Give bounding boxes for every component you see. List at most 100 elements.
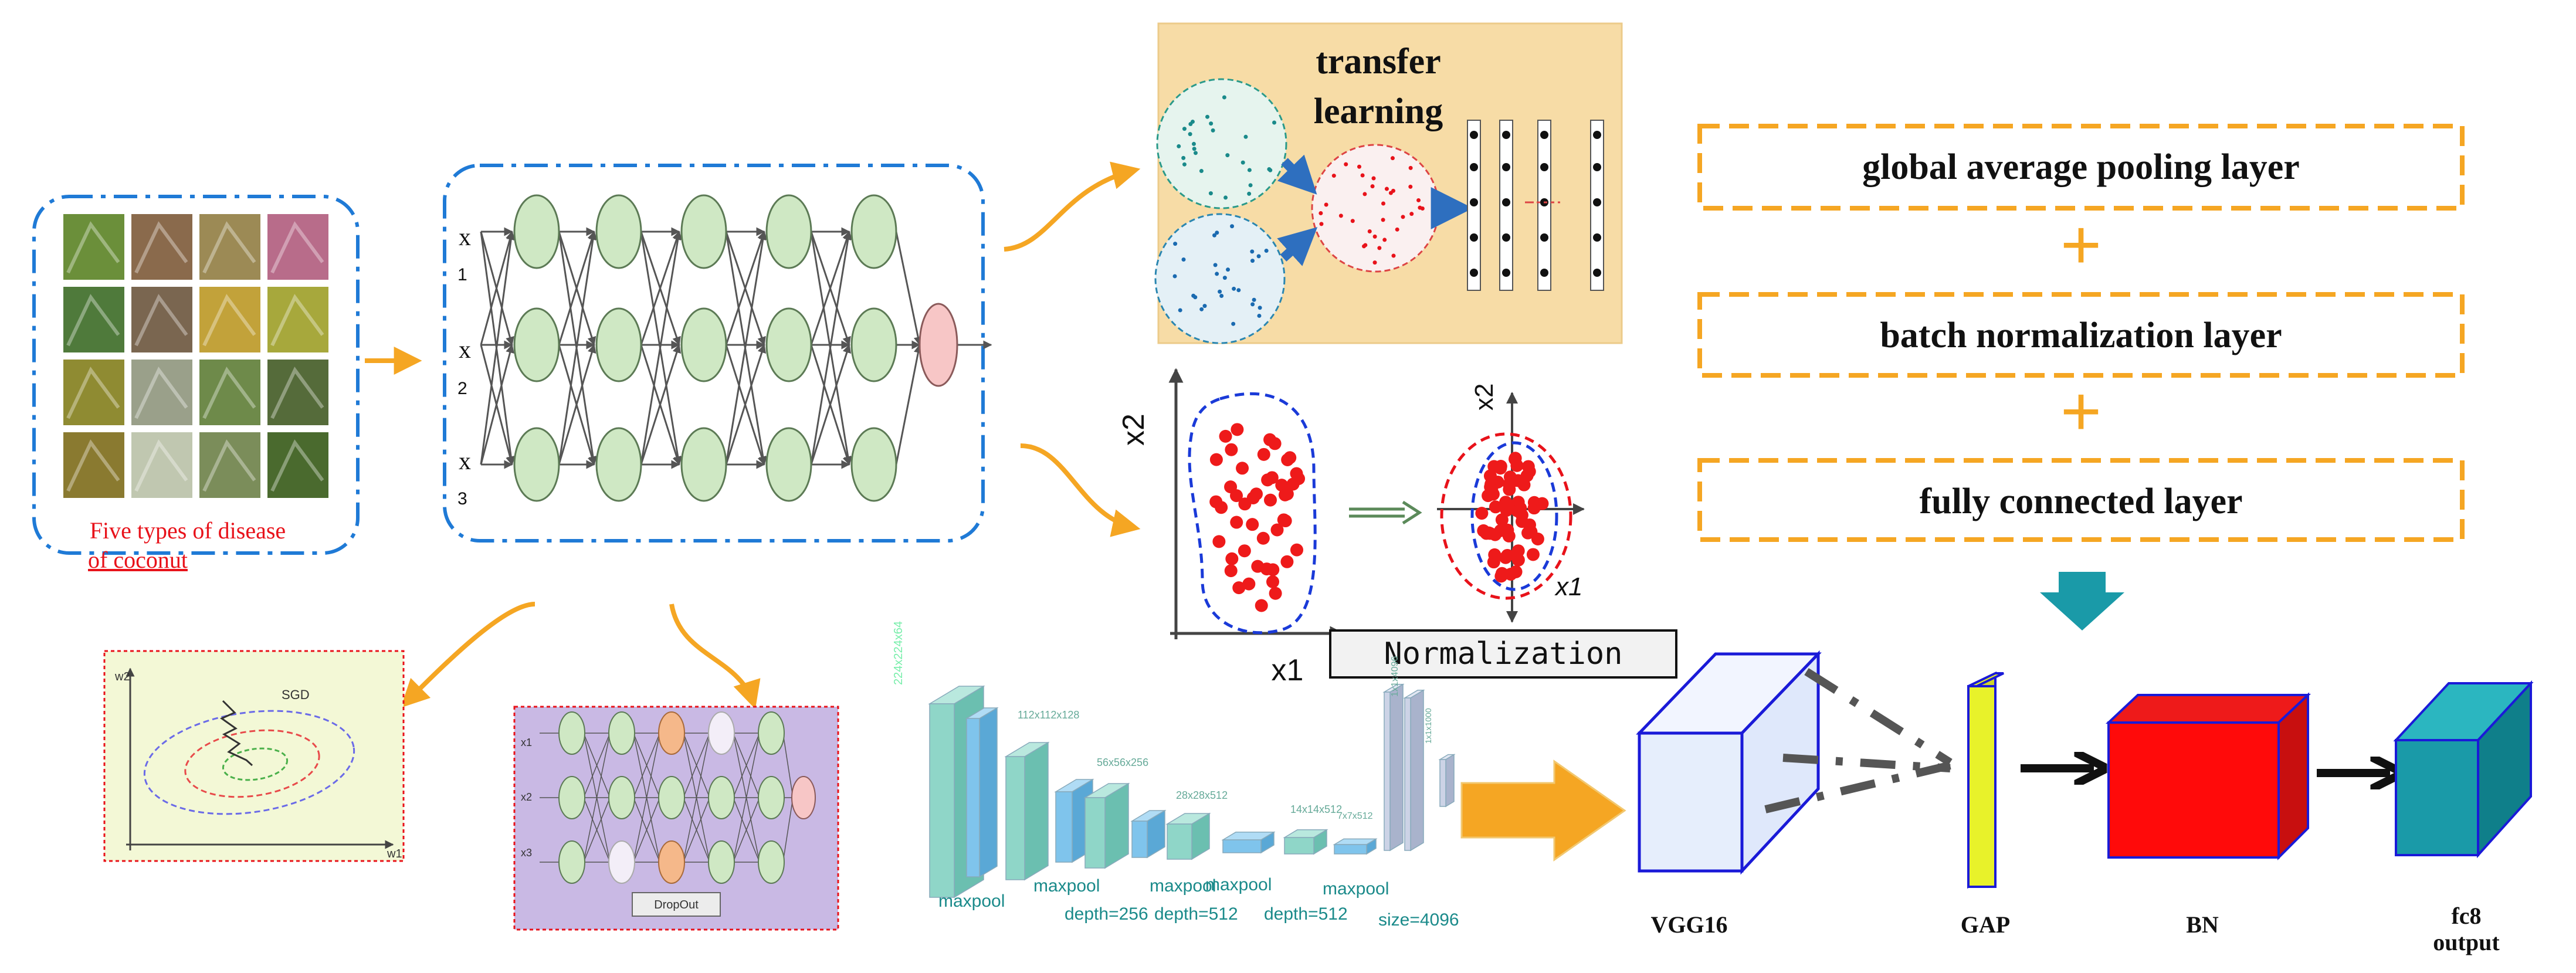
normalization-point bbox=[1502, 477, 1516, 491]
scatter-dot bbox=[1409, 212, 1414, 216]
scatter-dot bbox=[1215, 272, 1219, 276]
norm-left-boundary bbox=[1188, 392, 1317, 635]
vgg-conv1 bbox=[929, 703, 955, 898]
normalization-point bbox=[1263, 493, 1277, 507]
normalization-point bbox=[1242, 577, 1256, 591]
hidden-neuron bbox=[680, 194, 727, 269]
dropout-edge bbox=[583, 733, 611, 798]
scatter-dot bbox=[1391, 253, 1396, 258]
scatter-dot bbox=[1401, 215, 1405, 219]
network-edge bbox=[480, 230, 514, 345]
disease-image-grid bbox=[63, 214, 328, 498]
scatter-dot bbox=[1258, 306, 1262, 310]
normalization-point bbox=[1514, 501, 1527, 515]
normalization-point bbox=[1488, 548, 1501, 561]
vgg-top-label-4: 28x28x512 bbox=[1176, 789, 1228, 801]
dropout-neuron bbox=[608, 776, 635, 819]
vgg-bottom-maxpool-1: maxpool bbox=[938, 891, 1005, 911]
scatter-dot bbox=[1205, 114, 1210, 119]
network-edge bbox=[558, 230, 598, 465]
layer-bar-unit bbox=[1593, 131, 1601, 139]
scatter-dot bbox=[1222, 95, 1226, 100]
input-label-2: x 2 bbox=[457, 337, 471, 398]
gap-block bbox=[1967, 671, 2004, 889]
transfer-arrow-top bbox=[1277, 154, 1317, 195]
normalization-point bbox=[1231, 423, 1244, 436]
vgg-fc1 bbox=[1384, 691, 1391, 851]
dropout-neuron bbox=[708, 711, 735, 755]
disease-image-tile bbox=[131, 432, 192, 498]
hidden-neuron bbox=[850, 194, 897, 269]
svg-text:x: x bbox=[459, 224, 471, 251]
tile-texture bbox=[66, 221, 120, 274]
network-edge bbox=[810, 230, 853, 465]
tile-texture bbox=[134, 294, 188, 347]
scatter-dot bbox=[1240, 160, 1245, 165]
vgg-pool1 bbox=[966, 718, 980, 877]
normalization-point bbox=[1536, 497, 1549, 510]
normalization-point bbox=[1236, 462, 1249, 475]
disease-image-tile bbox=[267, 360, 328, 425]
normalization-point bbox=[1238, 497, 1252, 511]
scatter-dot bbox=[1247, 191, 1252, 196]
vgg-conv3-side bbox=[1104, 782, 1129, 869]
scatter-dot bbox=[1367, 229, 1372, 234]
input-label-1: x 1 bbox=[457, 224, 471, 284]
scatter-dot bbox=[1218, 289, 1222, 294]
dropout-output-neuron bbox=[791, 776, 816, 819]
scatter-dot bbox=[1223, 195, 1228, 200]
layer-bar-unit bbox=[1502, 198, 1510, 206]
tile-texture bbox=[134, 367, 188, 419]
input-label-3: x 3 bbox=[457, 448, 471, 508]
tile-texture bbox=[270, 367, 324, 419]
vgg-conv5 bbox=[1284, 837, 1314, 855]
disease-image-tile bbox=[267, 214, 328, 280]
normalization-point bbox=[1489, 528, 1502, 541]
vgg-conv4 bbox=[1167, 823, 1192, 860]
scatter-dot bbox=[1243, 134, 1248, 139]
normalization-point bbox=[1246, 518, 1259, 531]
dropout-neuron bbox=[758, 840, 785, 884]
disease-image-tile bbox=[199, 214, 260, 280]
dropout-neuron bbox=[658, 840, 685, 884]
normalization-label-box bbox=[1329, 629, 1677, 679]
neural-network-panel: x 1 x 2 x 3 bbox=[443, 164, 992, 543]
scatter-dot bbox=[1250, 259, 1255, 263]
vgg-pool5 bbox=[1334, 844, 1367, 855]
normalization-point bbox=[1290, 543, 1304, 557]
scatter-dot bbox=[1272, 120, 1277, 125]
vgg-bottom-depth-256: depth=256 bbox=[1065, 904, 1148, 924]
scatter-dot bbox=[1211, 128, 1215, 133]
vgg-conv3 bbox=[1084, 797, 1106, 869]
norm-right-ylabel: x2 bbox=[1470, 384, 1499, 411]
network-connections bbox=[480, 227, 992, 469]
arrow-to-normalization bbox=[1020, 443, 1141, 537]
scatter-dot bbox=[1172, 274, 1177, 279]
scatter-dot bbox=[1318, 211, 1323, 216]
dropout-edge bbox=[633, 797, 660, 863]
down-arrow-teal bbox=[2040, 572, 2124, 630]
hidden-neuron bbox=[765, 307, 812, 382]
dropout-edge bbox=[683, 733, 710, 863]
dropout-edge bbox=[683, 733, 710, 798]
model-label-gap: GAP bbox=[1961, 911, 2010, 938]
tile-texture bbox=[202, 221, 256, 274]
dropout-neuron bbox=[608, 840, 635, 884]
scatter-dot bbox=[1173, 242, 1178, 246]
layer-bar-unit bbox=[1540, 233, 1548, 242]
layer-bar-unit bbox=[1540, 163, 1548, 171]
normalization-point bbox=[1209, 495, 1223, 508]
scatter-dot bbox=[1192, 147, 1197, 151]
layer-bar-unit bbox=[1470, 163, 1478, 171]
tile-texture bbox=[66, 294, 120, 347]
hidden-neuron bbox=[680, 427, 727, 502]
gap-layer-label: global average pooling layer bbox=[1862, 147, 2300, 187]
disease-image-tile bbox=[267, 287, 328, 352]
scatter-dot bbox=[1372, 234, 1377, 239]
normalization-point bbox=[1212, 535, 1226, 548]
vgg-pool3 bbox=[1131, 821, 1148, 858]
normalization-point bbox=[1255, 599, 1268, 612]
input-caption-line1: Five types of disease bbox=[90, 517, 286, 544]
scatter-dot bbox=[1190, 120, 1195, 124]
